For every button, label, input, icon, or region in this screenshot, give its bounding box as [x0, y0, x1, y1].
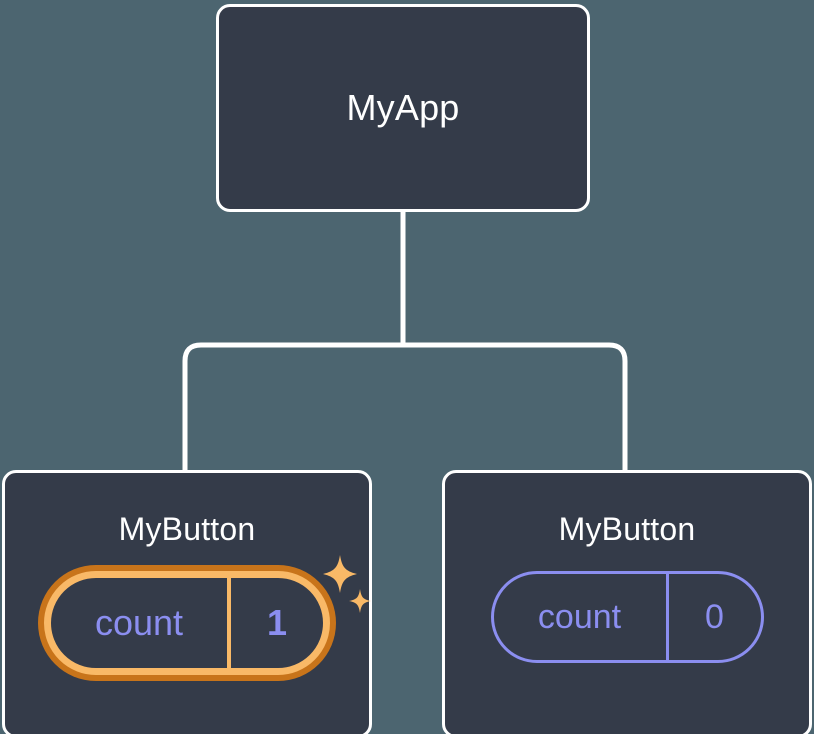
node-myapp-title: MyApp — [346, 87, 460, 128]
state-pill-right-wrap: count 0 — [490, 571, 764, 663]
node-mybutton-left-title: MyButton — [118, 511, 256, 547]
state-pill-left-key: count — [94, 602, 184, 643]
node-mybutton-left[interactable]: MyButton count 1 — [2, 470, 372, 734]
node-mybutton-right-title: MyButton — [558, 511, 696, 547]
sparkle-icon-small — [349, 589, 371, 613]
node-myapp[interactable]: MyApp — [216, 4, 590, 212]
state-pill-right[interactable]: count 0 — [490, 571, 764, 663]
state-pill-left-wrap: count 1 — [44, 555, 371, 675]
node-mybutton-right[interactable]: MyButton count 0 — [442, 470, 812, 734]
connector-branch-bar — [182, 342, 628, 470]
sparkle-icon-large — [323, 555, 357, 593]
state-pill-left-value: 1 — [227, 578, 323, 668]
state-pill-right-value: 0 — [665, 574, 761, 660]
state-pill-left[interactable]: count 1 — [44, 571, 330, 675]
state-pill-right-key: count — [537, 598, 622, 636]
